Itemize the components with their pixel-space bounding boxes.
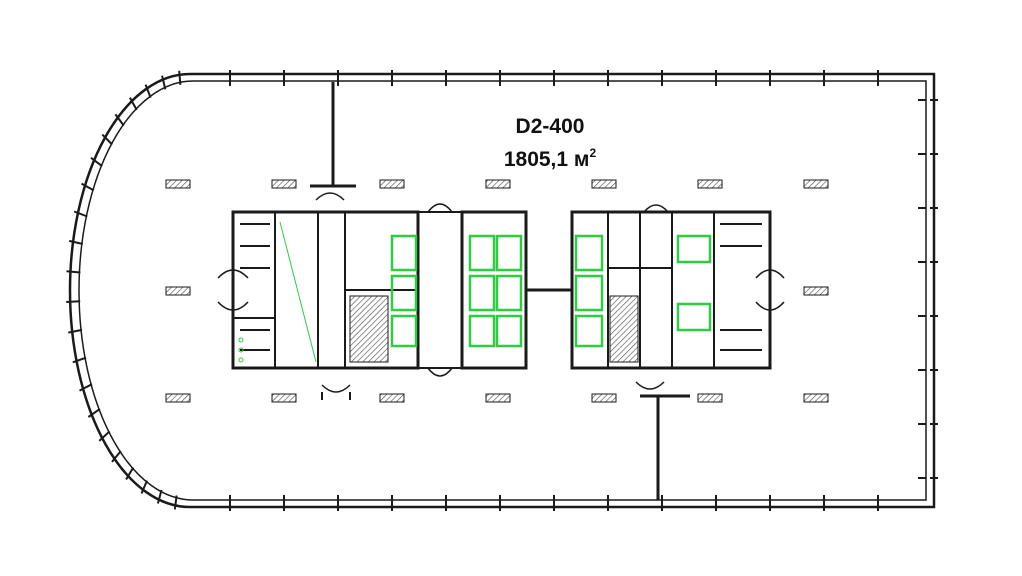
mullion xyxy=(144,84,152,99)
column xyxy=(165,286,191,296)
area-exponent: 2 xyxy=(589,146,597,160)
mullion xyxy=(72,356,87,364)
mullion xyxy=(140,480,148,494)
outer-wall xyxy=(68,72,936,509)
mullion xyxy=(79,383,93,392)
mullion xyxy=(73,210,88,218)
column xyxy=(485,179,511,189)
column xyxy=(803,393,829,403)
facade-mullions xyxy=(66,70,938,511)
column xyxy=(379,179,405,189)
mullion xyxy=(161,75,167,90)
mullion xyxy=(101,133,113,146)
mullion xyxy=(129,97,138,111)
column xyxy=(591,393,617,403)
lift-shafts xyxy=(238,221,712,363)
mullion xyxy=(111,450,122,463)
mullion xyxy=(98,430,111,442)
mullion xyxy=(156,489,163,504)
mullion xyxy=(68,239,84,245)
mullion xyxy=(68,328,83,334)
column xyxy=(697,393,723,403)
mullion xyxy=(173,495,178,510)
mullion xyxy=(114,113,125,127)
unit-area: 1805,1 м2 xyxy=(460,140,640,173)
central-core xyxy=(217,82,785,500)
column xyxy=(165,179,191,189)
structural-columns xyxy=(165,179,829,403)
column xyxy=(271,393,297,403)
mullion xyxy=(66,270,81,274)
area-value: 1805,1 xyxy=(503,148,569,171)
mullion xyxy=(178,70,182,85)
column xyxy=(379,393,405,403)
mullion xyxy=(90,157,103,167)
column xyxy=(803,286,829,296)
unit-id: D2-400 xyxy=(515,115,585,138)
unit-label: D2-400 1805,1 м2 xyxy=(460,114,640,173)
area-unit: м xyxy=(573,148,590,171)
mullion xyxy=(125,466,135,481)
column xyxy=(591,179,617,189)
column xyxy=(697,179,723,189)
column xyxy=(485,393,511,403)
mullion xyxy=(66,300,81,303)
mullion xyxy=(81,182,95,192)
column xyxy=(803,179,829,189)
mullion xyxy=(87,408,101,418)
column xyxy=(271,179,297,189)
column xyxy=(165,393,191,403)
